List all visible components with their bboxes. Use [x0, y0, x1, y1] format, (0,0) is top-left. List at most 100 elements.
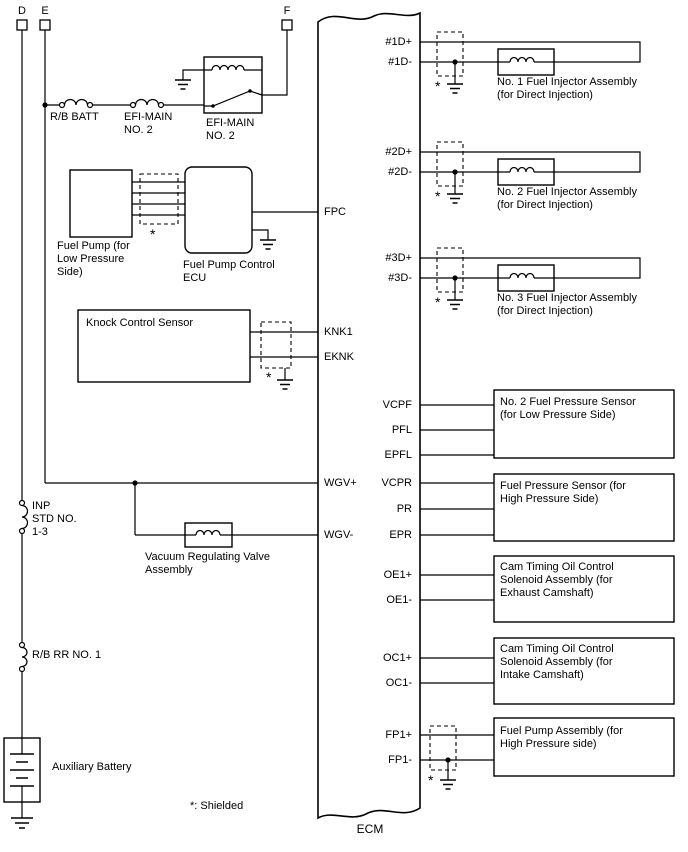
injector-coil [509, 272, 535, 279]
injector-2-label: No. 2 Fuel Injector Assembly (for Direct… [497, 186, 638, 211]
ecm-pin-pfl: PFL [391, 424, 412, 436]
shield-marker-injector-3: * [435, 294, 441, 310]
fuel-pump-ecu-box [184, 166, 253, 254]
relay-coil [211, 64, 245, 71]
shield-box [436, 31, 464, 77]
shield-marker-fuel-pump: * [150, 226, 156, 242]
fuel-pressure-high-circuit [420, 473, 675, 542]
ecm-pin-oe1-minus: OE1- [386, 594, 412, 606]
injector-1-circuit [420, 31, 641, 94]
ground-symbol [447, 83, 463, 94]
ecm-pin-oe1-plus: OE1+ [383, 569, 412, 581]
injector-1-label: No. 1 Fuel Injector Assembly (for Direct… [497, 76, 638, 101]
cam-solenoid-intake-label: Cam Timing Oil Control Solenoid Assembly… [500, 643, 614, 681]
ecm-outline [317, 11, 421, 820]
shield-box [436, 141, 464, 187]
ecm-pin-epfl: EPFL [384, 449, 412, 461]
shield-box [429, 725, 457, 771]
relay-switch [204, 90, 263, 107]
ground-symbol [277, 379, 293, 390]
fuel-pump-circuit [69, 166, 318, 254]
fuel-pump-assembly-label: Fuel Pump Assembly (for High Pressure si… [500, 725, 623, 750]
injector-3-label: No. 3 Fuel Injector Assembly (for Direct… [497, 292, 638, 317]
fuel-pressure-low-label: No. 2 Fuel Pressure Sensor (for Low Pres… [500, 396, 636, 421]
ecm-pin-vcpr: VCPR [381, 477, 412, 489]
ecm-pin-1d-minus: #1D- [388, 56, 412, 68]
ecm-pin-vcpf: VCPF [382, 399, 412, 411]
knock-sensor-box [77, 309, 251, 383]
ecm-pin-oc1-plus: OC1+ [382, 652, 412, 664]
ecm-pin-pr: PR [396, 503, 412, 515]
aux-battery-label: Auxiliary Battery [52, 761, 132, 773]
shield-marker-fuel-pump-assembly: * [428, 772, 434, 788]
connector-label-f: F [283, 5, 291, 17]
fuse-rb-rr-icon [18, 641, 28, 673]
cam-solenoid-intake-circuit [420, 637, 675, 705]
component-box [493, 389, 675, 459]
fuse-label-rb-batt: R/B BATT [50, 111, 99, 123]
injector-3-circuit [420, 247, 641, 310]
valve-coil [195, 529, 221, 536]
inp-std-label: INP STD NO. 1-3 [32, 500, 77, 538]
knock-sensor-circuit [77, 309, 318, 390]
ecm-pin-oc1-minus: OC1- [385, 677, 412, 689]
component-box [493, 637, 675, 705]
component-box [493, 473, 675, 542]
fuse-efi-main-icon [129, 98, 165, 109]
ecm-pin-3d-plus: #3D+ [385, 252, 412, 264]
fuse-inp-std-icon [18, 499, 29, 535]
fuel-pump-assembly-circuit [420, 717, 675, 790]
fuel-pump-box [69, 169, 133, 238]
ecm-pin-1d-plus: #1D+ [385, 36, 412, 48]
fuel-pump-label: Fuel Pump (for Low Pressure Side) [57, 240, 130, 278]
power-rail-e [42, 30, 48, 483]
cam-solenoid-exhaust-label: Cam Timing Oil Control Solenoid Assembly… [500, 561, 614, 599]
ground-symbol [440, 779, 456, 790]
cam-solenoid-exhaust-circuit [420, 555, 675, 623]
ecm-pin-fp1-minus: FP1- [388, 754, 412, 766]
relay-output-to-f [262, 30, 288, 96]
shield-box [139, 173, 179, 225]
connector-label-d: D [18, 5, 26, 17]
connector-d-icon [16, 19, 28, 31]
battery-ground-icon [11, 817, 33, 829]
shield-marker-injector-1: * [435, 78, 441, 94]
ecm-label: ECM [356, 822, 384, 836]
fuel-pump-ecu-label: Fuel Pump Control ECU [183, 259, 275, 284]
vacuum-valve-circuit [45, 480, 318, 548]
fuel-pressure-low-circuit [420, 389, 675, 459]
connector-f-icon [281, 19, 293, 31]
relay-label-efi-main: EFI-MAIN NO. 2 [206, 117, 255, 142]
ecm-pin-knk1: KNK1 [324, 326, 353, 338]
vacuum-valve-label: Vacuum Regulating Valve Assembly [145, 551, 270, 576]
fuse-rb-batt-icon [58, 98, 94, 109]
shield-marker-injector-2: * [435, 188, 441, 204]
shield-box [260, 321, 292, 369]
ecm-pin-eknk: EKNK [324, 351, 354, 363]
ecm-pin-fpc: FPC [324, 206, 346, 218]
ecm-pin-2d-minus: #2D- [388, 166, 412, 178]
fuel-pressure-high-label: Fuel Pressure Sensor (for High Pressure … [500, 480, 626, 505]
connector-e-icon [39, 19, 51, 31]
component-box [493, 717, 675, 777]
fuse-label-efi-main: EFI-MAIN NO. 2 [124, 111, 173, 136]
shield-marker-knock: * [266, 369, 272, 385]
ecm-pin-wgv-plus: WGV+ [324, 477, 357, 489]
connector-label-e: E [41, 5, 49, 17]
component-box [493, 555, 675, 623]
injector-2-circuit [420, 141, 641, 204]
ecm-pin-fp1-plus: FP1+ [385, 729, 412, 741]
knock-sensor-label: Knock Control Sensor [86, 317, 193, 329]
junction-dot [132, 480, 138, 486]
shield-note: *: Shielded [190, 800, 244, 812]
aux-battery-icon [3, 737, 41, 803]
ecm-pin-2d-plus: #2D+ [385, 146, 412, 158]
ecm-body [317, 11, 421, 820]
ecm-pin-epr: EPR [389, 529, 412, 541]
ecm-pin-3d-minus: #3D- [388, 272, 412, 284]
ground-symbol [447, 193, 463, 204]
ecm-pin-wgv-minus: WGV- [324, 529, 354, 541]
ground-symbol [175, 79, 191, 90]
